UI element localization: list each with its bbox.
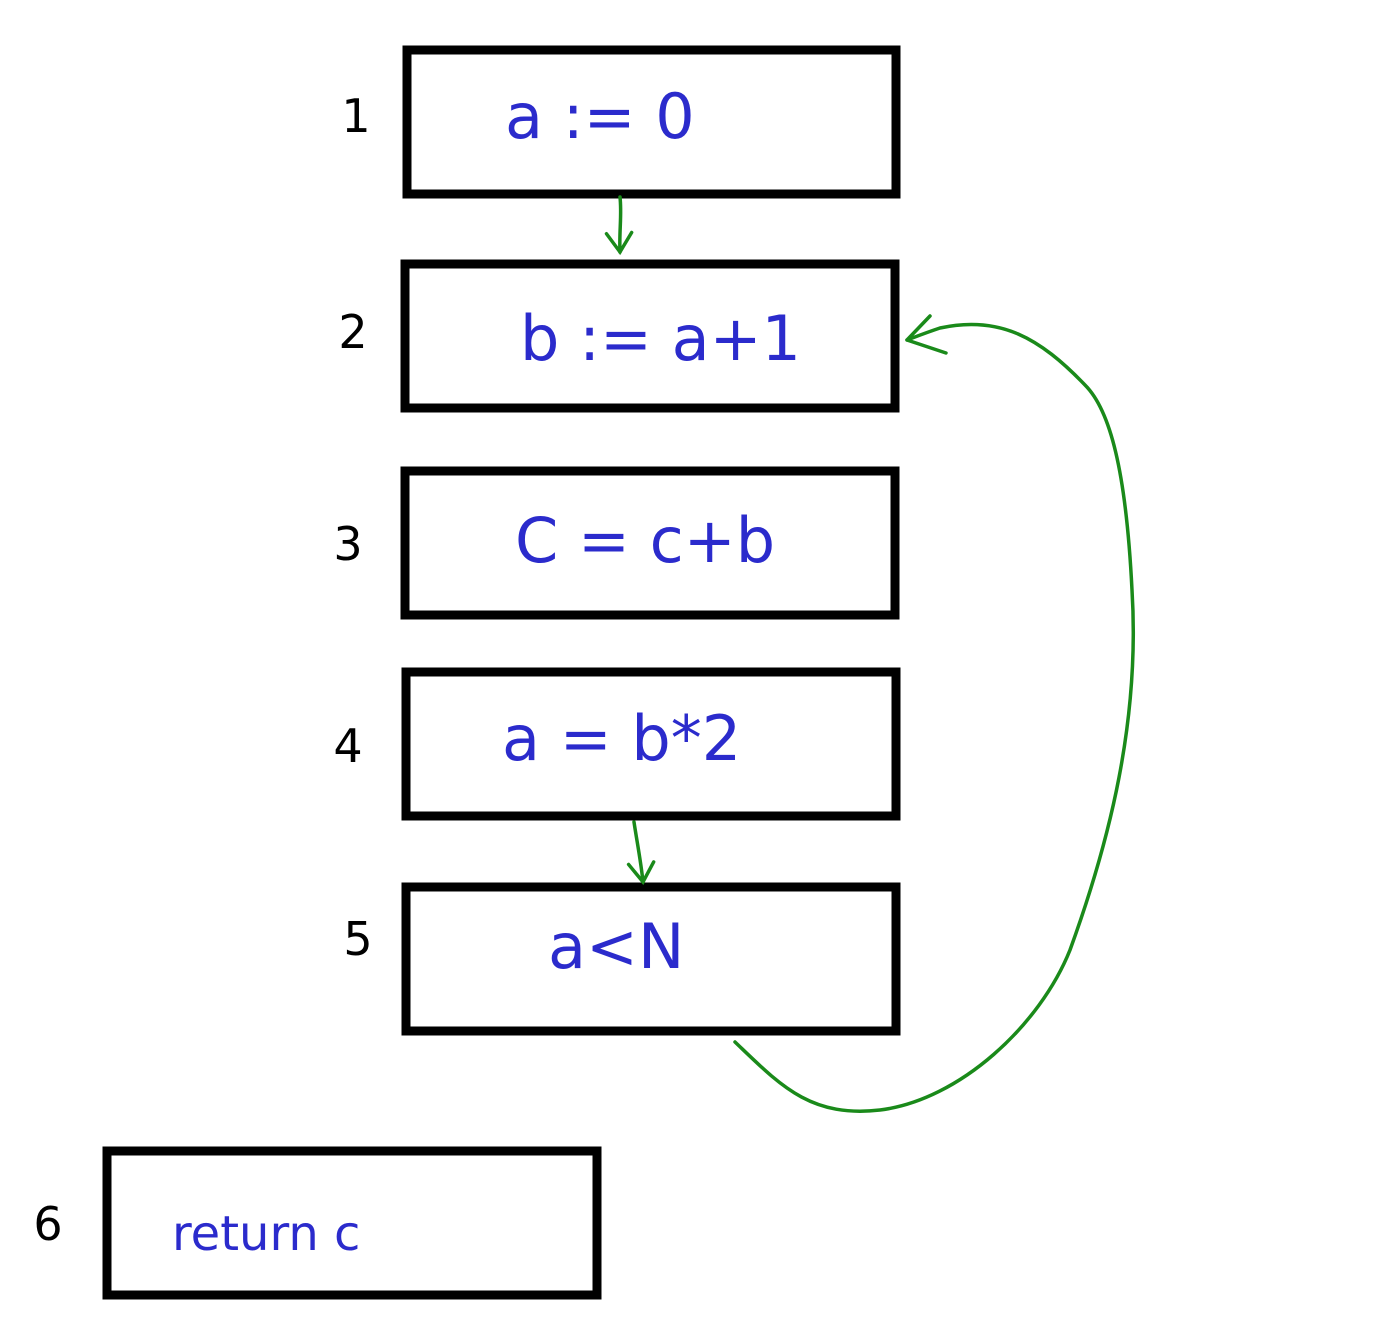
block-5-label: 5: [343, 912, 372, 966]
block-6[interactable]: 6 return c: [33, 1146, 602, 1300]
block-5[interactable]: 5 a<N: [343, 882, 901, 1036]
block-2[interactable]: 2 b := a+1: [338, 259, 900, 413]
block-1-label: 1: [341, 89, 370, 143]
edge-5-to-2: [733, 322, 1136, 1113]
block-1[interactable]: 1 a := 0: [341, 45, 901, 199]
block-6-label: 6: [33, 1197, 62, 1251]
block-4-code: a = b*2: [502, 702, 741, 775]
block-6-code: return c: [172, 1206, 360, 1262]
block-5-code: a<N: [548, 910, 684, 983]
block-4[interactable]: 4 a = b*2: [333, 667, 901, 821]
block-3[interactable]: 3 C = c+b: [333, 466, 900, 620]
block-2-code: b := a+1: [520, 302, 801, 375]
edge-1-to-2: [604, 195, 634, 256]
edge-4-to-5: [626, 820, 656, 886]
edge-5-to-2-arrowhead: [905, 314, 948, 355]
block-3-box: [400, 466, 900, 620]
block-1-box: [402, 45, 901, 199]
block-6-box: [102, 1146, 602, 1300]
block-5-box: [401, 882, 901, 1036]
block-3-code: C = c+b: [515, 504, 775, 577]
block-2-label: 2: [338, 305, 367, 359]
block-2-box: [400, 259, 900, 413]
block-3-label: 3: [333, 517, 362, 571]
block-4-label: 4: [333, 719, 362, 773]
block-4-box: [401, 667, 901, 821]
block-1-code: a := 0: [505, 80, 695, 153]
